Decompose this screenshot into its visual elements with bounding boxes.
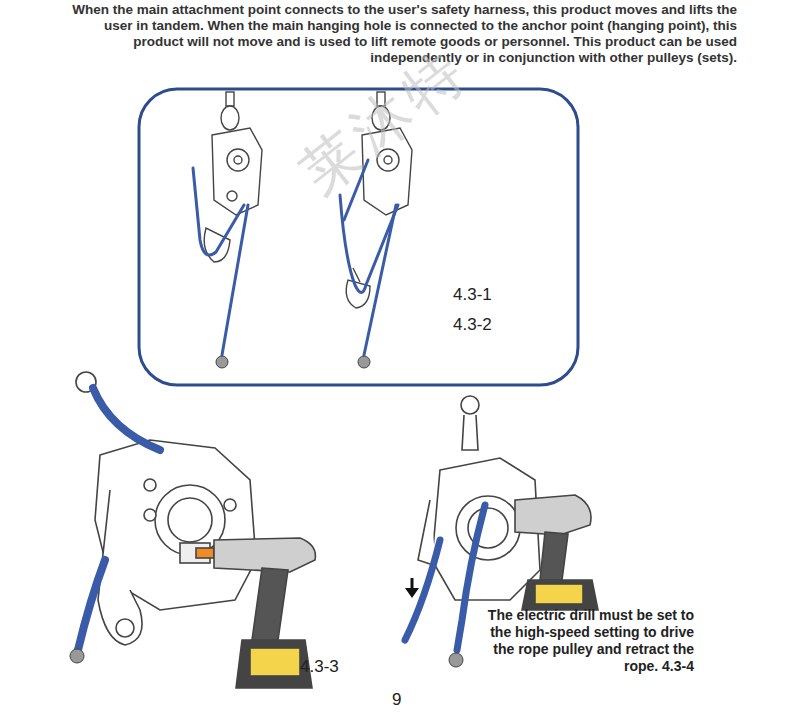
intro-text: When the main attachment point connects …	[55, 2, 737, 66]
figure-number: 4.3-3	[300, 657, 339, 677]
figure-number: 4.3-2	[453, 315, 492, 335]
note-text: The electric drill must be set to the hi…	[466, 607, 694, 675]
rope	[193, 168, 248, 355]
rope	[405, 505, 485, 650]
rope	[78, 388, 160, 650]
pulley-figure	[204, 92, 262, 262]
pulley-figure	[76, 372, 256, 645]
drill	[196, 538, 315, 688]
page-number: 9	[392, 690, 401, 710]
figure-number: 4.3-1	[453, 285, 492, 305]
direction-arrow	[405, 578, 419, 598]
pulley-figure	[418, 396, 540, 600]
drill	[515, 495, 598, 610]
